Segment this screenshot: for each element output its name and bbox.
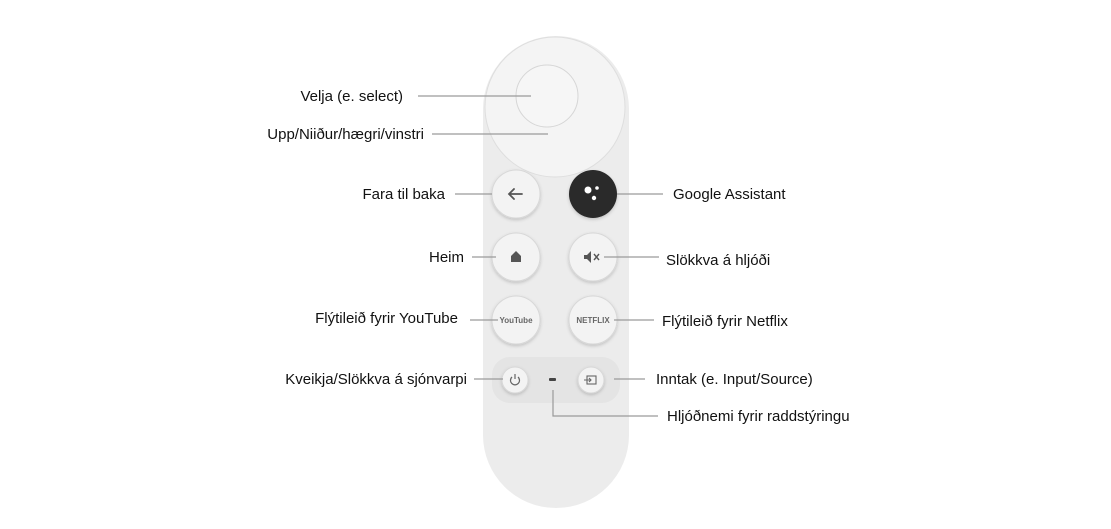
- assistant-button[interactable]: [569, 170, 617, 218]
- label-home: Heim: [429, 249, 464, 266]
- label-youtube: Flýtileið fyrir YouTube: [315, 310, 458, 327]
- power-icon: [509, 374, 521, 386]
- label-dpad: Upp/Niiður/hægri/vinstri: [267, 126, 424, 143]
- label-back: Fara til baka: [362, 186, 445, 203]
- back-arrow-icon: [507, 188, 523, 200]
- power-button[interactable]: [501, 366, 529, 394]
- label-input: Inntak (e. Input/Source): [656, 371, 813, 388]
- assistant-icon: [584, 186, 599, 201]
- label-assistant: Google Assistant: [673, 186, 786, 203]
- microphone: [549, 378, 556, 381]
- home-icon: [511, 251, 521, 262]
- label-power: Kveikja/Slökkva á sjónvarpi: [285, 371, 467, 388]
- label-mic: Hljóðnemi fyrir raddstýringu: [667, 408, 850, 425]
- label-select: Velja (e. select): [300, 88, 403, 105]
- label-mute: Slökkva á hljóði: [666, 252, 770, 269]
- youtube-button-text: YouTube: [499, 316, 533, 325]
- input-icon: [584, 375, 597, 385]
- netflix-button-text: NETFLIX: [576, 316, 610, 325]
- mute-icon: [584, 251, 600, 263]
- label-netflix: Flýtileið fyrir Netflix: [662, 313, 788, 330]
- leader-line: [552, 390, 658, 417]
